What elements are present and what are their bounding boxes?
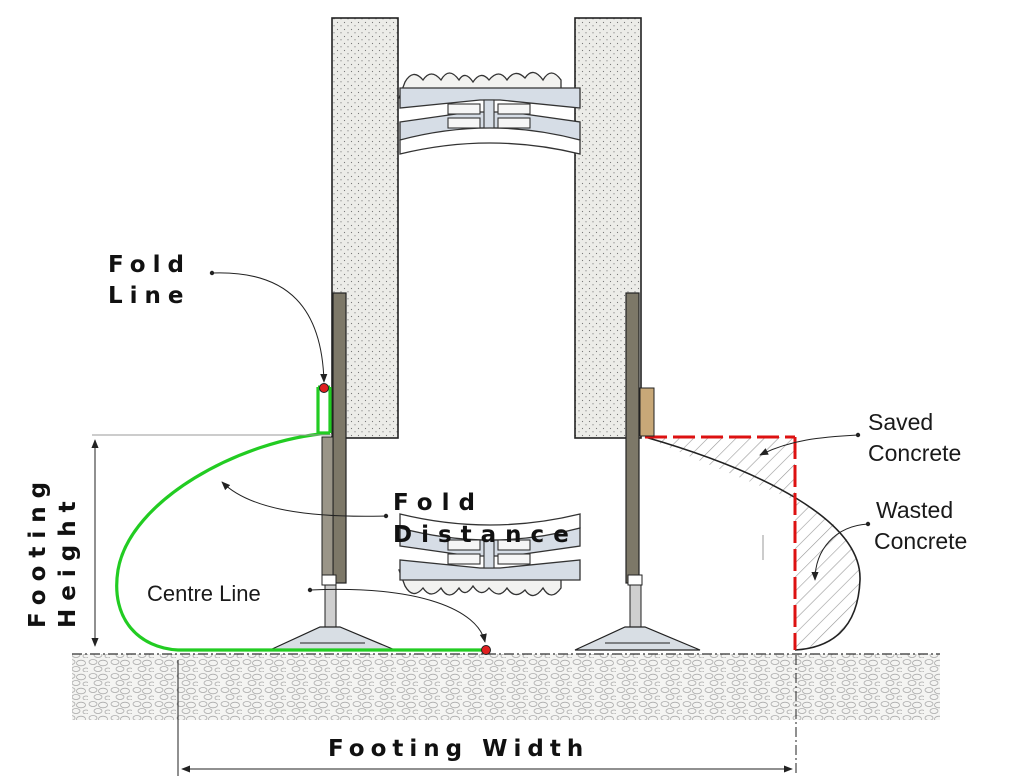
saved-concrete-area bbox=[645, 437, 795, 500]
fold-line-marker bbox=[319, 383, 329, 393]
left-bracket-sleeve bbox=[321, 436, 334, 584]
right-bracket-post bbox=[625, 292, 640, 584]
fold-distance-leader bbox=[221, 481, 387, 517]
saved-concrete-leader bbox=[759, 434, 859, 456]
wasted-concrete-label-2: Concrete bbox=[874, 528, 967, 554]
centre-line-marker bbox=[481, 645, 491, 655]
right-base-plate bbox=[574, 626, 701, 651]
saved-concrete-label-1: Saved bbox=[868, 409, 933, 435]
right-footing-curve bbox=[644, 436, 861, 651]
left-adjuster-rod bbox=[324, 584, 337, 628]
fold-form-curve bbox=[115, 387, 486, 652]
wasted-concrete-leader bbox=[811, 523, 869, 581]
footing-height-label-1: Footing bbox=[25, 474, 51, 628]
fold-line-label-1: Fold bbox=[108, 252, 191, 278]
upper-web-tie bbox=[398, 71, 581, 155]
right-adjuster-block bbox=[627, 574, 643, 586]
right-wood-block bbox=[639, 387, 655, 437]
centre-line-leader bbox=[309, 588, 487, 643]
centre-line-label: Centre Line bbox=[147, 581, 261, 606]
fold-line-label-2: Line bbox=[108, 283, 191, 309]
left-adjuster-block bbox=[321, 574, 337, 586]
gravel-ground bbox=[72, 654, 940, 720]
fold-distance-label-2: Distance bbox=[393, 522, 578, 548]
wasted-concrete-area bbox=[795, 500, 860, 650]
fold-distance-label-1: Fold bbox=[393, 490, 484, 516]
left-bracket-post bbox=[332, 292, 347, 584]
footing-height-label-2: Height bbox=[55, 493, 81, 628]
wasted-concrete-label-1: Wasted bbox=[876, 497, 953, 523]
right-adjuster-rod bbox=[629, 584, 642, 628]
left-base-plate bbox=[269, 626, 396, 651]
saved-concrete-label-2: Concrete bbox=[868, 440, 961, 466]
fold-line-leader bbox=[211, 272, 328, 383]
footing-width-label: Footing Width bbox=[328, 736, 589, 762]
